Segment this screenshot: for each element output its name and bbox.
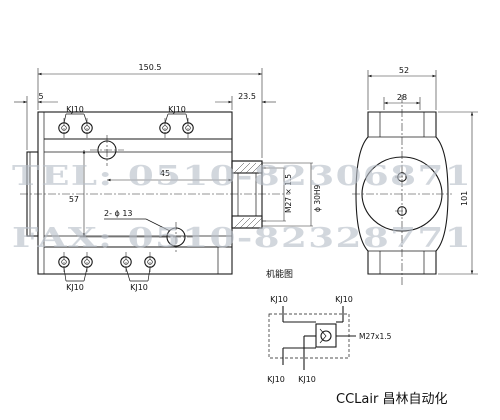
dim-port-distance: 45 <box>160 169 170 178</box>
schematic-thread: M27x1.5 <box>359 332 392 341</box>
front-dimensions: 150.5 5 23.5 KJ10 KJ10 45 57 2- ϕ 13 M27 <box>14 63 322 292</box>
schematic-label-bottom-mid: KJ10 <box>298 375 316 384</box>
schematic-label-bottom-left: KJ10 <box>267 375 285 384</box>
check-valve-ball-icon <box>320 330 332 342</box>
dim-right-offset: 23.5 <box>238 92 256 101</box>
dim-left-offset: 5 <box>38 92 43 101</box>
schematic-title: 机能图 <box>266 268 293 280</box>
side-view <box>352 95 452 285</box>
watermark-tel: TEL: 0510-82306871 <box>12 161 472 192</box>
top-ports <box>58 122 194 134</box>
brand-logo-text: CCLair 昌林自动化 <box>336 392 447 407</box>
schematic-label-top-right: KJ10 <box>335 295 353 304</box>
side-dimensions: 52 28 101 <box>367 66 478 275</box>
dim-overall-length: 150.5 <box>139 63 162 72</box>
dim-side-inner: 28 <box>397 93 407 102</box>
function-diagram: 机能图 KJ10 KJ10 M27x1.5 KJ10 KJ10 <box>266 268 392 384</box>
threaded-nozzle <box>231 160 266 229</box>
bottom-ports <box>58 256 156 268</box>
dim-bore: ϕ 30H9 <box>313 184 322 212</box>
port-label-top-left: KJ10 <box>66 105 84 114</box>
dim-side-height: 101 <box>460 191 469 206</box>
watermark: TEL: 0510-82306871 FAX: 0510-82328771 <box>12 161 472 254</box>
dim-side-width: 52 <box>399 66 409 75</box>
watermark-fax: FAX: 0510-82328771 <box>12 223 472 254</box>
front-view <box>20 111 290 275</box>
dim-port-thread: M27 × 1.5 <box>284 174 293 213</box>
schematic-label-top-left: KJ10 <box>270 295 288 304</box>
dim-holes: 2- ϕ 13 <box>104 209 133 218</box>
dim-hole-spacing: 57 <box>69 195 79 204</box>
port-label-bottom-left: KJ10 <box>66 283 84 292</box>
port-label-bottom-mid: KJ10 <box>130 283 148 292</box>
port-label-top-mid: KJ10 <box>168 105 186 114</box>
side-body-outline <box>355 111 449 275</box>
